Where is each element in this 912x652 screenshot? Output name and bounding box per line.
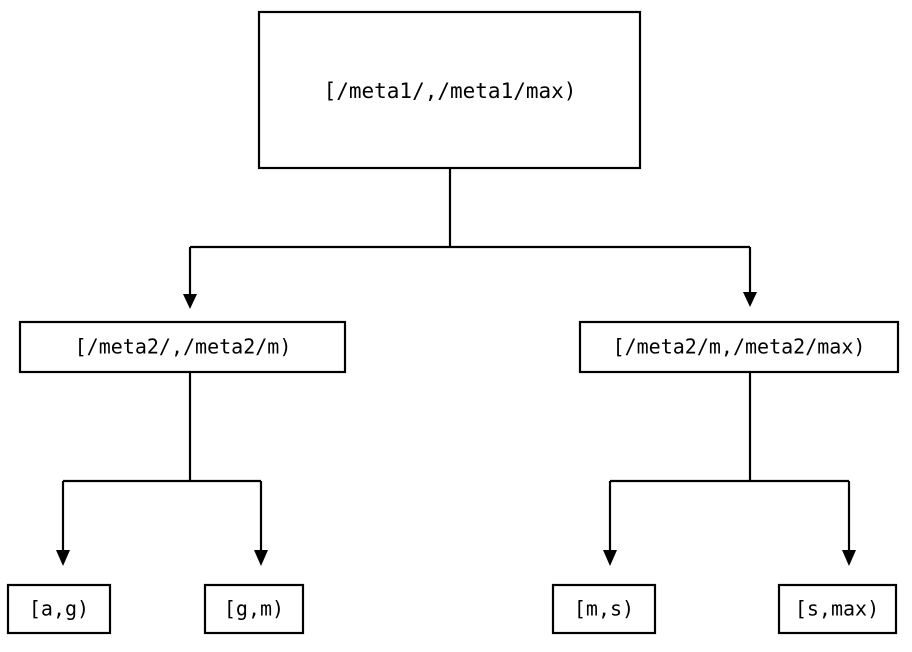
arrowhead-mid-left bbox=[183, 294, 197, 309]
node-leaf-3-label: [m,s) bbox=[574, 597, 634, 621]
edge-group-mid-left bbox=[56, 372, 268, 566]
arrowhead-leaf-4 bbox=[842, 550, 856, 566]
node-leaf-4-box[interactable] bbox=[777, 583, 898, 635]
edge-group-mid-right bbox=[603, 372, 856, 566]
node-leaf-3-box[interactable] bbox=[551, 583, 657, 635]
node-leaf-4[interactable]: [s,max) bbox=[777, 583, 898, 635]
arrowhead-leaf-1 bbox=[56, 550, 70, 566]
arrowhead-mid-right bbox=[743, 292, 757, 307]
node-mid-right[interactable]: [/meta2/m,/meta2/max) bbox=[578, 320, 900, 374]
arrowhead-leaf-3 bbox=[603, 550, 617, 566]
node-mid-left-box[interactable] bbox=[18, 320, 347, 374]
node-leaf-1[interactable]: [a,g) bbox=[6, 583, 112, 635]
node-root-box[interactable] bbox=[257, 10, 642, 170]
node-leaf-1-label: [a,g) bbox=[29, 597, 89, 621]
edge-group-root bbox=[183, 168, 757, 309]
node-leaf-2-box[interactable] bbox=[203, 583, 305, 635]
node-mid-left-label: [/meta2/,/meta2/m) bbox=[75, 335, 292, 359]
node-mid-right-label: [/meta2/m,/meta2/max) bbox=[613, 335, 866, 359]
node-mid-right-box[interactable] bbox=[578, 320, 900, 374]
node-mid-left[interactable]: [/meta2/,/meta2/m) bbox=[18, 320, 347, 374]
node-leaf-2[interactable]: [g,m) bbox=[203, 583, 305, 635]
node-leaf-4-label: [s,max) bbox=[795, 597, 879, 621]
node-root-label: [/meta1/,/meta1/max) bbox=[324, 79, 577, 103]
node-leaf-3[interactable]: [m,s) bbox=[551, 583, 657, 635]
node-root[interactable]: [/meta1/,/meta1/max) bbox=[257, 10, 642, 170]
node-leaf-2-label: [g,m) bbox=[224, 597, 284, 621]
node-leaf-1-box[interactable] bbox=[6, 583, 112, 635]
arrowhead-leaf-2 bbox=[254, 550, 268, 566]
